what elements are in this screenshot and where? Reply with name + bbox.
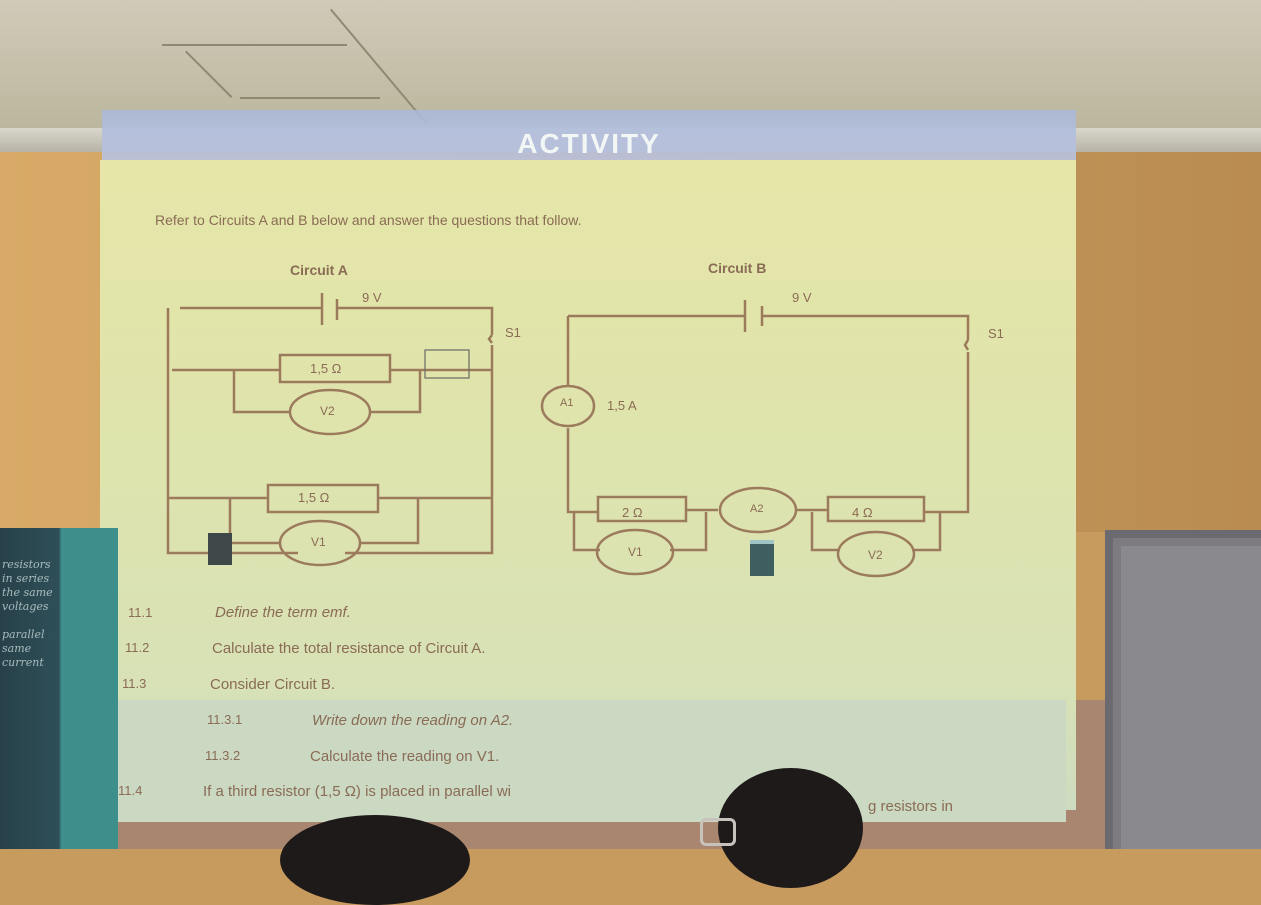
circuit-b-title: Circuit B: [708, 260, 767, 276]
question-number: 11.1: [128, 605, 153, 620]
question-text: Calculate the reading on V1.: [310, 748, 500, 765]
circuit-b-switch-label: S1: [988, 326, 1004, 341]
circuit-b-voltmeter-v2: V2: [868, 548, 883, 562]
question-number: 11.3.2: [205, 748, 241, 763]
slide-heading: ACTIVITY: [517, 128, 661, 159]
question-text: Define the term emf.: [215, 604, 351, 621]
sticky-marker: [208, 533, 232, 565]
circuit-b-a1-reading: 1,5 A: [607, 398, 637, 413]
circuit-b-resistor-2ohm: 2 Ω: [622, 505, 643, 520]
circuit-a-voltmeter-v1: V1: [311, 535, 326, 549]
student-head: [718, 768, 863, 888]
question-number: 11.2: [125, 640, 150, 655]
glasses: [700, 818, 736, 846]
question-number: 11.3.1: [207, 712, 243, 727]
circuit-a-diagram: [166, 293, 494, 567]
slide-header-band: ACTIVITY: [102, 110, 1076, 160]
circuit-a-resistor-bottom: 1,5 Ω: [298, 490, 330, 505]
circuit-b-battery-label: 9 V: [792, 290, 812, 305]
question-text: Calculate the total resistance of Circui…: [212, 640, 486, 657]
circuit-b-ammeter-a1: A1: [560, 397, 574, 409]
circuit-b-voltmeter-v1: V1: [628, 545, 643, 559]
instruction-text: Refer to Circuits A and B below and answ…: [155, 212, 582, 228]
circuit-a-battery-label: 9 V: [362, 290, 382, 305]
sticky-marker: [750, 540, 774, 576]
circuit-a-voltmeter-v2: V2: [320, 404, 335, 418]
circuit-a-switch-label: S1: [505, 325, 521, 340]
ceiling-panel-line: [240, 97, 380, 99]
question-number: 11.4: [118, 783, 143, 798]
question-text: Write down the reading on A2.: [312, 712, 514, 729]
door-panel: [1121, 546, 1261, 849]
ceiling-diagonal: [185, 50, 233, 98]
circuit-b-resistor-4ohm: 4 Ω: [852, 505, 873, 520]
circuit-a-title: Circuit A: [290, 262, 348, 278]
question-text: Consider Circuit B.: [210, 676, 336, 693]
question-text: If a third resistor (1,5 Ω) is placed in…: [203, 783, 511, 800]
ceiling-panel-line: [162, 44, 347, 46]
circuit-a-resistor-top: 1,5 Ω: [310, 361, 342, 376]
projected-slide-lower: [100, 700, 1066, 822]
circuit-b-diagram: [540, 300, 970, 578]
ceiling-diagonal: [330, 8, 428, 125]
chalk-writing: resistors in series the same voltages pa…: [2, 558, 53, 669]
question-text-continued: g resistors in: [868, 798, 954, 815]
chalkboard: resistors in series the same voltages pa…: [0, 528, 118, 849]
circuit-b-ammeter-a2: A2: [750, 503, 764, 515]
question-number: 11.3: [122, 676, 147, 691]
door: [1105, 530, 1261, 849]
student-head: [280, 815, 470, 905]
